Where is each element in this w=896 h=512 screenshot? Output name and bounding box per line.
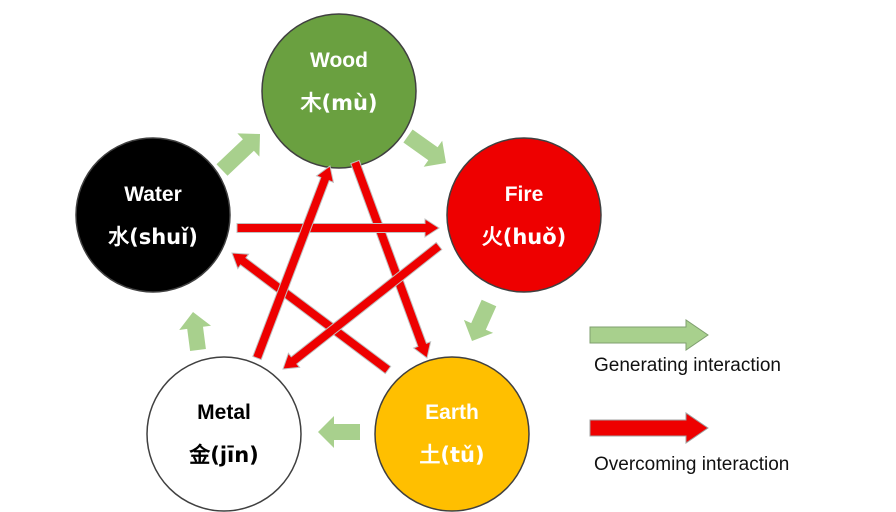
- generating-arrows: [179, 129, 497, 448]
- generating-arrow-metal-to-water: [179, 312, 211, 351]
- generating-arrow-earth-to-metal: [318, 416, 360, 448]
- overcoming-arrow-earth-to-water: [231, 252, 392, 375]
- wood-circle: [261, 13, 417, 169]
- overcoming-arrow-wood-to-earth: [350, 159, 432, 359]
- fire-chinese: 火(huǒ): [482, 225, 567, 249]
- metal-node: Metal 金(jīn): [146, 356, 302, 512]
- legend-generating-label: Generating interaction: [594, 355, 781, 376]
- fire-node: Fire 火(huǒ): [446, 137, 602, 293]
- earth-chinese: 土(tǔ): [419, 443, 484, 467]
- fire-name: Fire: [505, 183, 544, 206]
- generating-arrow-fire-to-earth: [463, 299, 497, 341]
- metal-name: Metal: [197, 401, 251, 424]
- legend-generating-arrow: [589, 319, 709, 351]
- generating-arrow-wood-to-fire: [403, 129, 446, 167]
- fire-circle: [446, 137, 602, 293]
- earth-name: Earth: [425, 401, 479, 424]
- metal-chinese: 金(jīn): [188, 443, 259, 467]
- water-name: Water: [124, 183, 182, 206]
- wood-node: Wood 木(mù): [261, 13, 417, 169]
- wood-name: Wood: [310, 49, 368, 72]
- overcoming-arrow-water-to-fire: [236, 218, 440, 238]
- water-chinese: 水(shuǐ): [108, 225, 198, 249]
- overcoming-arrows: [231, 159, 443, 375]
- earth-circle: [374, 356, 530, 512]
- water-circle: [75, 137, 231, 293]
- overcoming-arrow-metal-to-wood: [252, 165, 335, 361]
- legend-overcoming-arrow: [589, 412, 709, 444]
- earth-node: Earth 土(tǔ): [374, 356, 530, 512]
- overcoming-arrow-fire-to-metal: [282, 241, 443, 370]
- legend-overcoming-label: Overcoming interaction: [594, 454, 789, 475]
- wood-chinese: 木(mù): [299, 91, 377, 115]
- metal-circle: [146, 356, 302, 512]
- legend: Generating interaction Overcoming intera…: [589, 319, 789, 475]
- water-node: Water 水(shuǐ): [75, 137, 231, 293]
- generating-arrow-water-to-wood: [216, 133, 260, 176]
